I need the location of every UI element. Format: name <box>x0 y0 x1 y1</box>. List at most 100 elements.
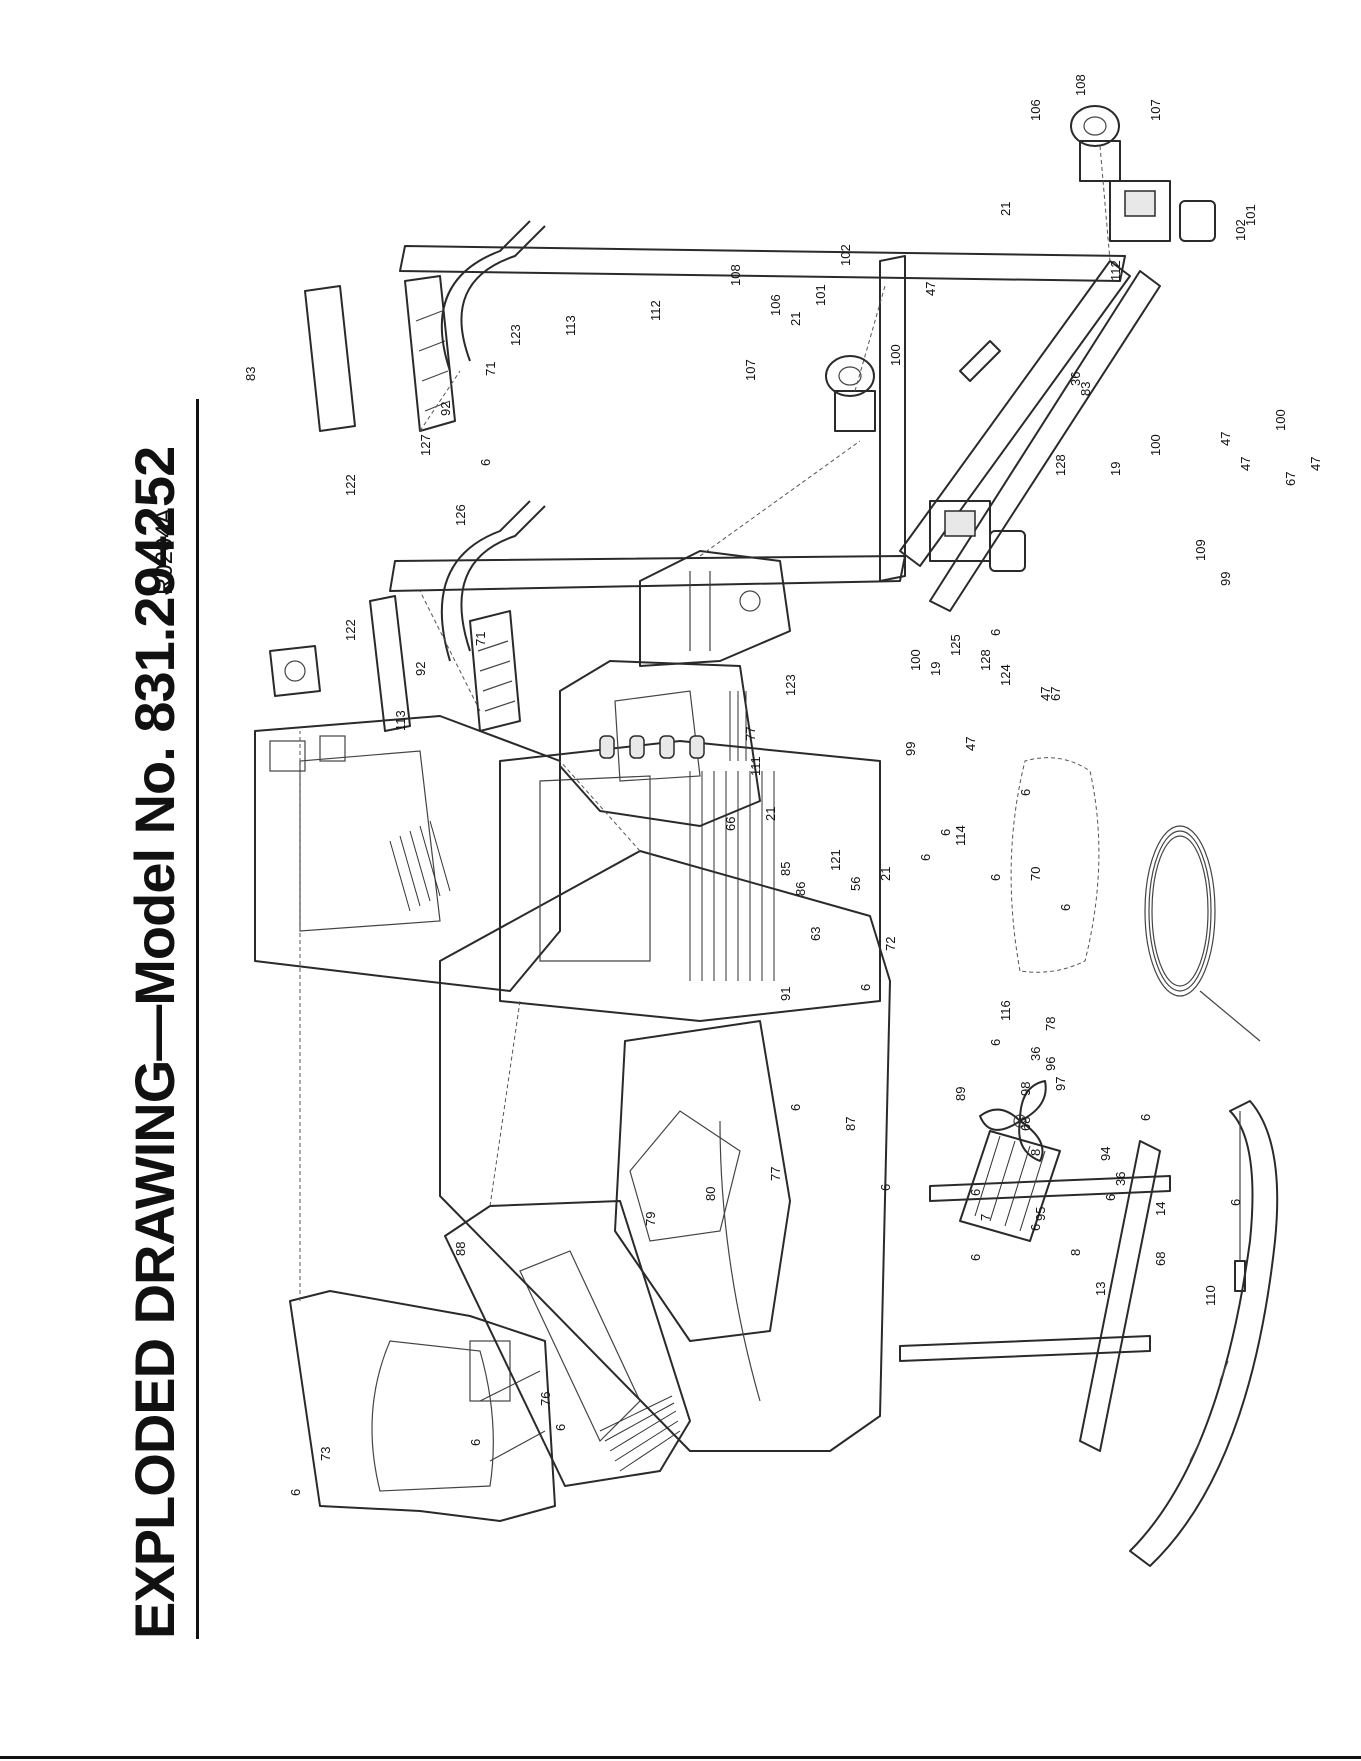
callout-68: 68 <box>1018 1117 1033 1131</box>
callout-111: 111 <box>748 756 763 776</box>
callout-85: 85 <box>778 862 793 876</box>
callout-102: 102 <box>1233 219 1248 241</box>
callout-6: 6 <box>468 1439 483 1446</box>
callout-108: 108 <box>1073 74 1088 96</box>
part-cable-116 <box>1144 825 1261 1042</box>
callout-122: 122 <box>343 619 358 641</box>
callout-80: 80 <box>703 1187 718 1201</box>
part-handle-cover-126 <box>304 285 356 432</box>
callout-125: 125 <box>948 634 963 656</box>
callout-6: 6 <box>1228 1199 1243 1206</box>
callout-56: 56 <box>848 877 863 891</box>
callout-19: 19 <box>928 662 943 676</box>
callout-6: 6 <box>988 874 1003 881</box>
callout-116: 116 <box>998 1000 1013 1021</box>
callout-100: 100 <box>1273 409 1288 431</box>
callout-88: 88 <box>453 1242 468 1256</box>
callout-112: 112 <box>1108 260 1123 281</box>
part-cap-99-b <box>1179 200 1216 242</box>
callout-113: 113 <box>563 315 578 336</box>
part-plate-94 <box>269 645 321 697</box>
callout-107: 107 <box>743 359 758 381</box>
callout-98: 98 <box>1018 1082 1033 1096</box>
callout-77: 77 <box>743 727 758 741</box>
callout-100: 100 <box>888 344 903 366</box>
callout-83: 83 <box>1078 382 1093 396</box>
callout-83: 83 <box>243 367 258 381</box>
callout-102: 102 <box>838 244 853 266</box>
callout-110: 110 <box>1203 1285 1218 1306</box>
callout-6: 6 <box>1103 1194 1118 1201</box>
callout-47: 47 <box>1238 457 1253 471</box>
callout-94: 94 <box>1098 1147 1113 1161</box>
callout-87: 87 <box>843 1117 858 1131</box>
callout-68: 68 <box>1153 1252 1168 1266</box>
part-rear-shroud-73 <box>289 1290 556 1522</box>
callout-6: 6 <box>553 1424 568 1431</box>
callout-124: 124 <box>998 664 1013 686</box>
part-foot-128-a <box>929 500 991 562</box>
part-handle-cover-127 <box>404 275 456 432</box>
part-wheel-108-a <box>1070 105 1121 182</box>
callout-106: 106 <box>768 294 783 316</box>
callout-91: 91 <box>778 987 793 1001</box>
callout-95: 95 <box>1033 1207 1048 1221</box>
callout-70: 70 <box>1028 867 1043 881</box>
callout-113: 113 <box>393 710 408 731</box>
callout-127: 127 <box>418 434 433 456</box>
callout-6: 6 <box>988 629 1003 636</box>
assembly-lines <box>299 145 1111 1301</box>
part-handle-cover-125 <box>469 610 521 732</box>
callout-6: 6 <box>968 1254 983 1261</box>
callout-6: 6 <box>788 1104 803 1111</box>
callout-112: 112 <box>648 300 663 321</box>
callout-79: 79 <box>643 1212 658 1226</box>
callout-47: 47 <box>1038 687 1053 701</box>
part-main-hood-88 <box>439 850 891 1452</box>
callout-6: 6 <box>1058 904 1073 911</box>
callout-107: 107 <box>1148 99 1163 121</box>
callout-47: 47 <box>1308 457 1323 471</box>
part-base-rail-110 <box>1129 1100 1279 1567</box>
callout-36: 36 <box>1028 1047 1043 1061</box>
callout-97: 97 <box>1053 1077 1068 1091</box>
part-fan-87 <box>979 1080 1047 1162</box>
callout-121: 121 <box>828 849 843 871</box>
callout-101: 101 <box>813 284 828 306</box>
part-belt-91 <box>1010 757 1100 973</box>
callout-99: 99 <box>1218 572 1233 586</box>
callout-73: 73 <box>318 1447 333 1461</box>
callout-123: 123 <box>783 674 798 696</box>
callout-19: 19 <box>1108 462 1123 476</box>
callout-77: 77 <box>768 1167 783 1181</box>
callout-6: 6 <box>878 1184 893 1191</box>
callout-47: 47 <box>1218 432 1233 446</box>
part-foot-128-b <box>1109 180 1171 242</box>
callout-21: 21 <box>788 312 803 326</box>
callout-36: 36 <box>1113 1172 1128 1186</box>
callout-6: 6 <box>968 1189 983 1196</box>
part-cap-99-a <box>989 530 1026 572</box>
callout-6: 6 <box>918 854 933 861</box>
callout-86: 86 <box>793 882 808 896</box>
callout-106: 106 <box>1028 99 1043 121</box>
callout-7: 7 <box>978 1214 993 1221</box>
callout-71: 71 <box>473 632 488 646</box>
part-base-frame-109 <box>879 255 1161 612</box>
callout-6: 6 <box>1138 1114 1153 1121</box>
callout-36: 36 <box>1068 372 1083 386</box>
callout-100: 100 <box>1148 434 1163 456</box>
callout-66: 66 <box>723 817 738 831</box>
callout-labels: 6736676887980776695694666672670666612412… <box>243 74 1323 1496</box>
callout-72: 72 <box>883 937 898 951</box>
callout-108: 108 <box>728 264 743 286</box>
part-grille-89 <box>959 1130 1061 1242</box>
callout-71: 71 <box>483 362 498 376</box>
part-handle-cover-124 <box>369 595 411 732</box>
callout-21: 21 <box>878 867 893 881</box>
part-upright-123-right <box>399 220 1126 372</box>
callout-13: 13 <box>1093 1282 1108 1296</box>
callout-6: 6 <box>1018 789 1033 796</box>
